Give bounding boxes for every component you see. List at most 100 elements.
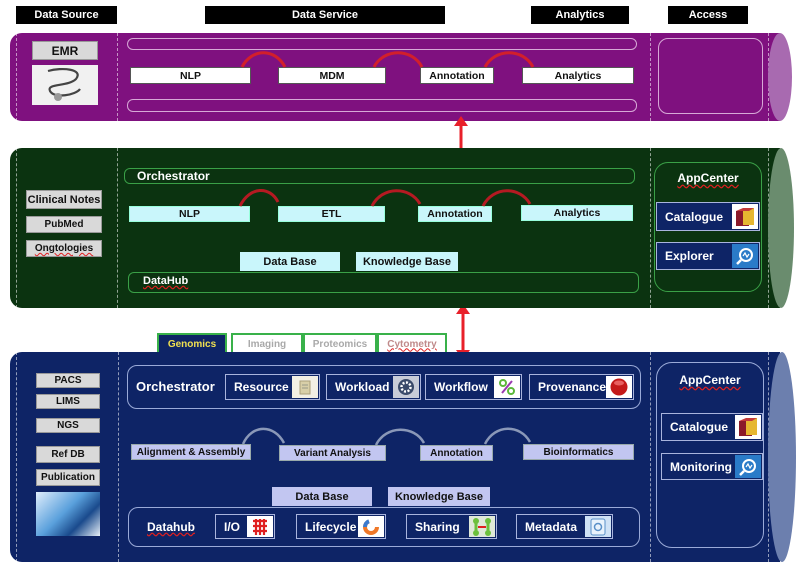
magnifier-chart-icon — [735, 455, 761, 478]
flow-arrow — [483, 51, 535, 68]
cylinder-cap — [768, 352, 796, 562]
layer3-store-knowledge-base[interactable]: Knowledge Base — [388, 487, 490, 506]
layer3-step-variant-analysis[interactable]: Variant Analysis — [279, 445, 386, 461]
io-grid-icon — [247, 516, 273, 537]
source-pubmed[interactable]: PubMed — [26, 216, 102, 233]
orchestrator-workflow[interactable]: Workflow — [425, 374, 522, 400]
cylinder-cap — [768, 148, 794, 308]
tile-label: Workflow — [434, 380, 488, 394]
layer2-appcenter-title: AppCenter — [677, 171, 739, 185]
tab-proteomics[interactable]: Proteomics — [303, 333, 377, 353]
layer2-step-nlp[interactable]: NLP — [129, 206, 250, 222]
tile-label: Catalogue — [670, 420, 729, 434]
layer3-store-database[interactable]: Data Base — [272, 487, 372, 506]
layer3-step-bioinformatics[interactable]: Bioinformatics — [523, 444, 634, 460]
layer3-appcenter-monitoring[interactable]: Monitoring — [661, 453, 763, 480]
header-analytics: Analytics — [531, 6, 629, 24]
layer3-appcenter-catalogue[interactable]: Catalogue — [661, 413, 763, 441]
tile-label: Metadata — [525, 519, 578, 534]
flow-arrow — [238, 189, 280, 207]
tile-label: Catalogue — [665, 209, 724, 224]
datahub-lifecycle[interactable]: Lifecycle — [296, 514, 386, 539]
magnifier-chart-icon — [732, 244, 758, 268]
layer3-datahub-panel: Datahub — [128, 507, 640, 547]
gear-icon — [393, 376, 419, 398]
rubiks-cube-icon — [735, 415, 761, 439]
flow-arrow — [374, 428, 426, 446]
tile-label: I/O — [224, 519, 241, 534]
datahub-io[interactable]: I/O — [215, 514, 275, 539]
tile-label: Provenance — [538, 380, 607, 394]
layer1-step-annotation[interactable]: Annotation — [420, 67, 494, 84]
layer1-flow-arrows — [240, 51, 535, 68]
tile-label: Sharing — [415, 519, 460, 534]
layer2-orchestrator-label: Orchestrator — [137, 169, 210, 183]
layer3-step-annotation[interactable]: Annotation — [420, 445, 493, 461]
tab-imaging[interactable]: Imaging — [231, 333, 303, 353]
layer1-step-analytics[interactable]: Analytics — [522, 67, 634, 84]
tab-cytometry[interactable]: Cytometry — [377, 333, 447, 353]
layer2-flow-arrows — [238, 189, 532, 207]
layer1-access-panel — [658, 38, 763, 114]
tab-genomics[interactable]: Genomics — [157, 333, 227, 353]
layer3-step-alignment-assembly[interactable]: Alignment & Assembly — [131, 444, 251, 460]
layer2-orchestrator-rail: Orchestrator — [124, 168, 635, 184]
flow-arrow — [240, 51, 287, 68]
flow-arrow — [241, 427, 286, 445]
layer1-top-rail — [127, 38, 637, 50]
orchestrator-resource[interactable]: Resource — [225, 374, 320, 400]
rubiks-cube-icon — [732, 204, 758, 229]
layer2-store-database[interactable]: Data Base — [240, 252, 340, 271]
layer1-bottom-rail — [127, 99, 637, 112]
flow-arrow — [481, 189, 532, 207]
layer2-step-annotation[interactable]: Annotation — [418, 206, 492, 222]
flow-arrow — [372, 51, 424, 68]
layer2-appcenter-panel: AppCenter — [654, 162, 762, 292]
tile-label: Lifecycle — [305, 519, 357, 534]
layer2-step-analytics[interactable]: Analytics — [521, 205, 633, 221]
workflow-icon — [494, 376, 520, 398]
datahub-sharing[interactable]: Sharing — [406, 514, 497, 539]
source-clinical-notes[interactable]: Clinical Notes — [26, 190, 102, 209]
header-data-service: Data Service — [205, 6, 445, 24]
metadata-icon — [585, 516, 611, 537]
layer3-appcenter-title: AppCenter — [679, 373, 741, 387]
tile-label: Explorer — [665, 249, 714, 263]
source-emr[interactable]: EMR — [32, 41, 98, 60]
cylinder-cap — [768, 33, 792, 121]
layer2-appcenter-explorer[interactable]: Explorer — [656, 242, 760, 270]
layer2-store-knowledge-base[interactable]: Knowledge Base — [356, 252, 458, 271]
layer3-datahub-label: Datahub — [147, 520, 195, 534]
source-ngs[interactable]: NGS — [36, 418, 100, 433]
record-button-icon — [606, 376, 632, 398]
layer1-step-mdm[interactable]: MDM — [278, 67, 386, 84]
layer2-datahub-label: DataHub — [143, 275, 189, 287]
layer2-appcenter-catalogue[interactable]: Catalogue — [656, 202, 760, 231]
source-lims[interactable]: LIMS — [36, 394, 100, 409]
source-ref-db[interactable]: Ref DB — [36, 446, 100, 463]
stethoscope-image — [32, 65, 98, 105]
layer3-appcenter-panel: AppCenter — [656, 362, 764, 548]
layer2-datahub-rail: DataHub — [128, 272, 639, 293]
layer1-step-nlp[interactable]: NLP — [130, 67, 251, 84]
datahub-metadata[interactable]: Metadata — [516, 514, 613, 539]
source-pacs[interactable]: PACS — [36, 373, 100, 388]
layer3-orchestrator-label: Orchestrator — [136, 379, 215, 394]
sharing-icon — [469, 516, 495, 537]
orchestrator-provenance[interactable]: Provenance — [529, 374, 634, 400]
tile-label: Resource — [234, 380, 289, 394]
server-icon — [292, 376, 318, 398]
stethoscope-icon — [47, 68, 81, 101]
layer2-step-etl[interactable]: ETL — [278, 206, 385, 222]
tile-label: Workload — [335, 380, 390, 394]
flow-arrow — [483, 427, 532, 445]
source-ontologies[interactable]: Ongtologies — [26, 240, 102, 257]
header-access: Access — [668, 6, 748, 24]
cycle-icon — [358, 516, 384, 537]
globe-image — [36, 492, 100, 536]
layer3-flow-arrows — [241, 427, 532, 446]
header-data-source: Data Source — [16, 6, 117, 24]
orchestrator-workload[interactable]: Workload — [326, 374, 421, 400]
source-publication[interactable]: Publication — [36, 469, 100, 486]
tile-label: Monitoring — [670, 459, 732, 474]
